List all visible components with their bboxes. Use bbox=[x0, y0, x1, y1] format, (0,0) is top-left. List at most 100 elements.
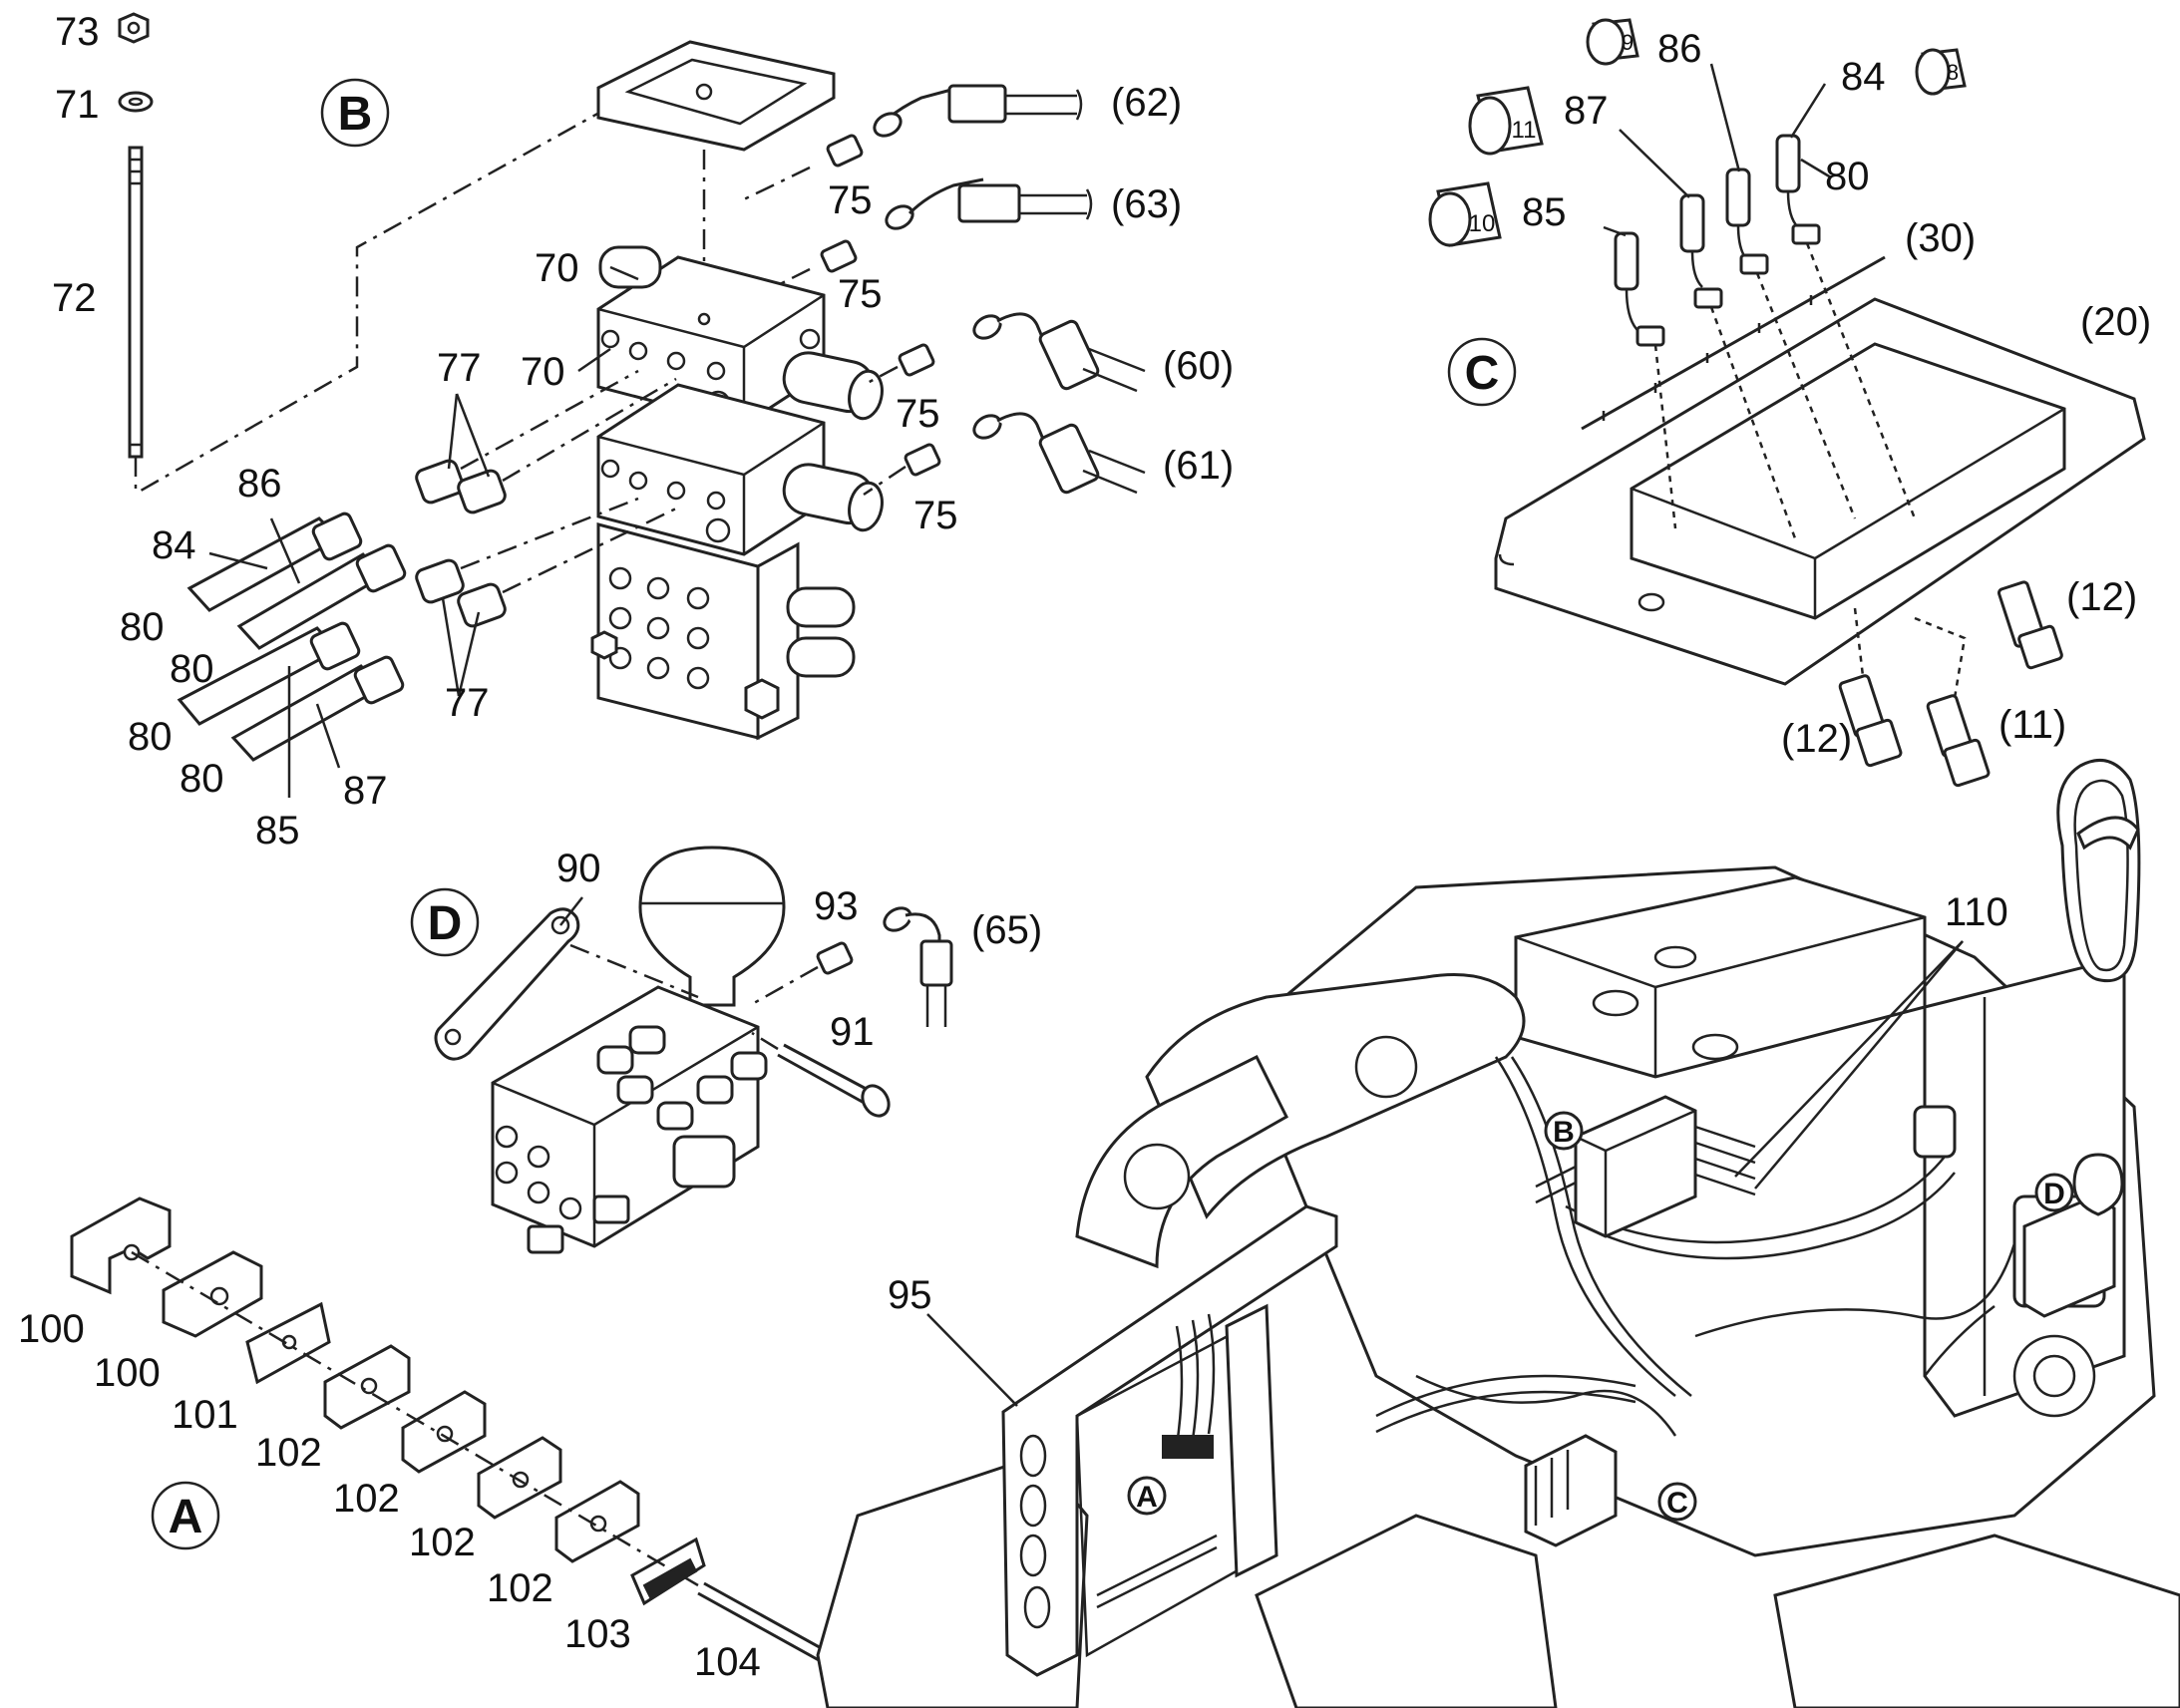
label-102-b: 102 bbox=[333, 1477, 400, 1521]
bolt-91 bbox=[751, 1031, 891, 1118]
fitting-93 bbox=[753, 941, 854, 1005]
label-73: 73 bbox=[55, 10, 100, 54]
view-d-callout: D bbox=[410, 887, 480, 957]
label-62: (62) bbox=[1111, 81, 1182, 125]
label-85-b: 85 bbox=[255, 809, 300, 853]
valve-cover-plate bbox=[596, 40, 836, 152]
view-a-callout: A bbox=[151, 1481, 220, 1550]
label-72: 72 bbox=[52, 276, 97, 320]
label-65: (65) bbox=[971, 908, 1042, 952]
fitting-75-c bbox=[863, 343, 935, 387]
label-70-mid: 70 bbox=[521, 350, 565, 394]
valve-stack-body bbox=[590, 522, 856, 741]
solenoid-70-top bbox=[598, 245, 662, 289]
plate-103 bbox=[630, 1537, 706, 1606]
part-73-nut bbox=[118, 12, 150, 44]
label-11: (11) bbox=[1998, 703, 2066, 747]
hose-61 bbox=[972, 412, 1146, 495]
callout-b-small-letter: B bbox=[1553, 1116, 1575, 1149]
hose-63 bbox=[885, 177, 1093, 230]
callout-c-small: C bbox=[1657, 1482, 1697, 1522]
label-90: 90 bbox=[556, 847, 601, 890]
valve-block-d bbox=[491, 985, 768, 1254]
connector-12-left bbox=[1838, 674, 1903, 768]
fitting-77-upper-pair bbox=[415, 369, 677, 514]
connector-11 bbox=[1926, 694, 1991, 788]
label-20: (20) bbox=[2080, 300, 2151, 344]
hose-65 bbox=[883, 906, 953, 1027]
plate-20 bbox=[1494, 297, 2146, 686]
view-c-letter: C bbox=[1465, 347, 1500, 400]
clamp-102-a bbox=[323, 1344, 411, 1430]
view-d-letter: D bbox=[428, 897, 463, 950]
label-91: 91 bbox=[830, 1010, 875, 1054]
plate-101 bbox=[245, 1301, 331, 1385]
fitting-77-lower-pair bbox=[415, 497, 677, 628]
label-84-c: 84 bbox=[1841, 55, 1886, 99]
label-86-c: 86 bbox=[1657, 27, 1702, 71]
label-60: (60) bbox=[1163, 344, 1234, 388]
valve-block-upper bbox=[596, 255, 826, 427]
view-a-letter: A bbox=[169, 1491, 203, 1543]
cable-87-c bbox=[1679, 193, 1797, 539]
cable-80-c bbox=[1775, 134, 1917, 519]
frame-95 bbox=[1001, 1204, 1338, 1677]
label-75-c: 75 bbox=[896, 392, 940, 436]
label-61: (61) bbox=[1163, 444, 1234, 488]
label-63: (63) bbox=[1111, 182, 1182, 226]
marker-tag-11-text: 11 bbox=[1512, 117, 1537, 144]
valve-cluster-b-on-frame bbox=[1535, 1095, 1756, 1238]
solenoid-right-lower bbox=[782, 463, 884, 532]
cable-85-c bbox=[1614, 231, 1677, 529]
view-c-callout: C bbox=[1447, 337, 1517, 407]
label-77-upper: 77 bbox=[437, 346, 482, 390]
label-102-c: 102 bbox=[409, 1521, 476, 1564]
clamp-102-c bbox=[477, 1436, 562, 1520]
label-86-b: 86 bbox=[237, 462, 282, 506]
marker-tag-9-text: 9 bbox=[1622, 30, 1634, 55]
label-102-a: 102 bbox=[255, 1431, 322, 1475]
callout-d-small-letter: D bbox=[2043, 1178, 2065, 1210]
label-75-b: 75 bbox=[838, 272, 883, 316]
hose-60 bbox=[972, 312, 1146, 393]
solenoid-70-right-upper bbox=[782, 351, 884, 421]
label-110: 110 bbox=[1945, 890, 2008, 934]
label-12-left: (12) bbox=[1781, 717, 1852, 761]
callout-b-small: B bbox=[1544, 1111, 1584, 1151]
fitting-75-a bbox=[743, 134, 864, 201]
label-71: 71 bbox=[55, 83, 100, 127]
label-85-c: 85 bbox=[1522, 190, 1567, 234]
label-102-d: 102 bbox=[487, 1566, 553, 1610]
view-b-callout: B bbox=[320, 78, 390, 148]
label-101: 101 bbox=[172, 1393, 238, 1437]
fitting-75-d bbox=[863, 443, 941, 497]
label-77-lower: 77 bbox=[445, 681, 490, 725]
label-104: 104 bbox=[694, 1640, 761, 1684]
label-80-c: 80 bbox=[1825, 155, 1870, 198]
clamp-102-d bbox=[554, 1480, 640, 1563]
hose-set-upper bbox=[186, 512, 407, 650]
marker-tag-8-text: 8 bbox=[1947, 60, 1959, 85]
label-80-b2: 80 bbox=[170, 647, 214, 691]
band-110 bbox=[2056, 758, 2141, 982]
label-95: 95 bbox=[888, 1273, 932, 1317]
marker-tag-9: 9 bbox=[1586, 18, 1639, 66]
clamp-102-b bbox=[401, 1390, 487, 1474]
clamp-100-b bbox=[162, 1250, 263, 1338]
label-75-d: 75 bbox=[913, 494, 958, 537]
connector-cluster-c-on-frame bbox=[1524, 1434, 1618, 1547]
hose-set-lower bbox=[177, 621, 405, 762]
label-103: 103 bbox=[564, 1612, 631, 1656]
callout-a-small-letter: A bbox=[1136, 1481, 1158, 1514]
label-12-right: (12) bbox=[2066, 575, 2137, 619]
connector-12-right bbox=[1998, 580, 2063, 670]
fitting-75-b bbox=[777, 239, 858, 287]
part-71-washer bbox=[118, 91, 154, 113]
clamp-100-a bbox=[70, 1196, 172, 1295]
label-75-a: 75 bbox=[828, 178, 873, 222]
valve-cluster-d-on-frame bbox=[2022, 1153, 2124, 1318]
label-100-b: 100 bbox=[94, 1351, 161, 1395]
callout-c-small-letter: C bbox=[1666, 1487, 1688, 1520]
callout-a-small: A bbox=[1127, 1476, 1167, 1516]
